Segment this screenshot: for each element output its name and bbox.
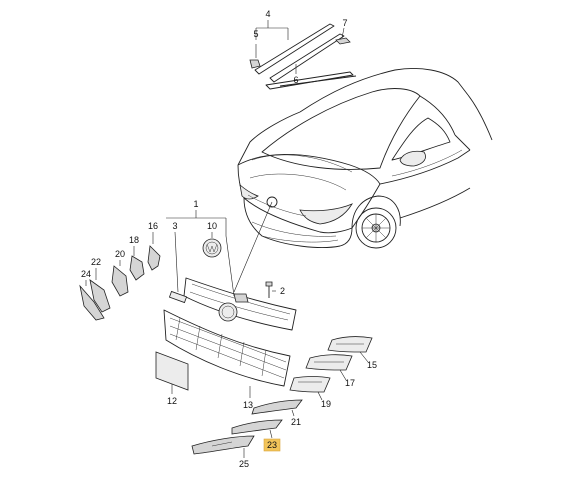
callout-16: 16 — [148, 221, 158, 231]
callout-10: 10 — [207, 221, 217, 231]
callout-4: 4 — [265, 9, 270, 19]
callout-21: 21 — [291, 417, 301, 427]
left-side-trims — [79, 232, 161, 321]
callout-20: 20 — [115, 249, 125, 259]
callout-3: 3 — [172, 221, 177, 231]
callout-5: 5 — [253, 29, 258, 39]
highlight-box-23 — [263, 438, 281, 452]
callout-24: 24 — [81, 269, 91, 279]
callout-15: 15 — [367, 360, 377, 370]
callout-13: 13 — [243, 400, 253, 410]
lower-strips — [191, 399, 303, 458]
callout-7: 7 — [342, 18, 347, 28]
upper-grille — [166, 201, 297, 331]
callout-23: 23 — [267, 440, 277, 450]
lower-grille — [163, 309, 291, 398]
callout-labels: 4 5 6 7 1 2 3 10 12 13 15 16 17 18 19 20… — [81, 9, 377, 469]
car-body — [237, 68, 493, 249]
callout-19: 19 — [321, 399, 331, 409]
callout-6: 6 — [293, 75, 298, 85]
callout-17: 17 — [345, 378, 355, 388]
roof-rails — [249, 20, 357, 90]
right-side-trims — [289, 336, 373, 401]
callout-22: 22 — [91, 257, 101, 267]
callout-18: 18 — [129, 235, 139, 245]
callout-25: 25 — [239, 459, 249, 469]
callout-1: 1 — [193, 199, 198, 209]
license-plate-bracket — [155, 351, 189, 394]
callout-12: 12 — [167, 396, 177, 406]
callout-2: 2 — [280, 286, 285, 296]
